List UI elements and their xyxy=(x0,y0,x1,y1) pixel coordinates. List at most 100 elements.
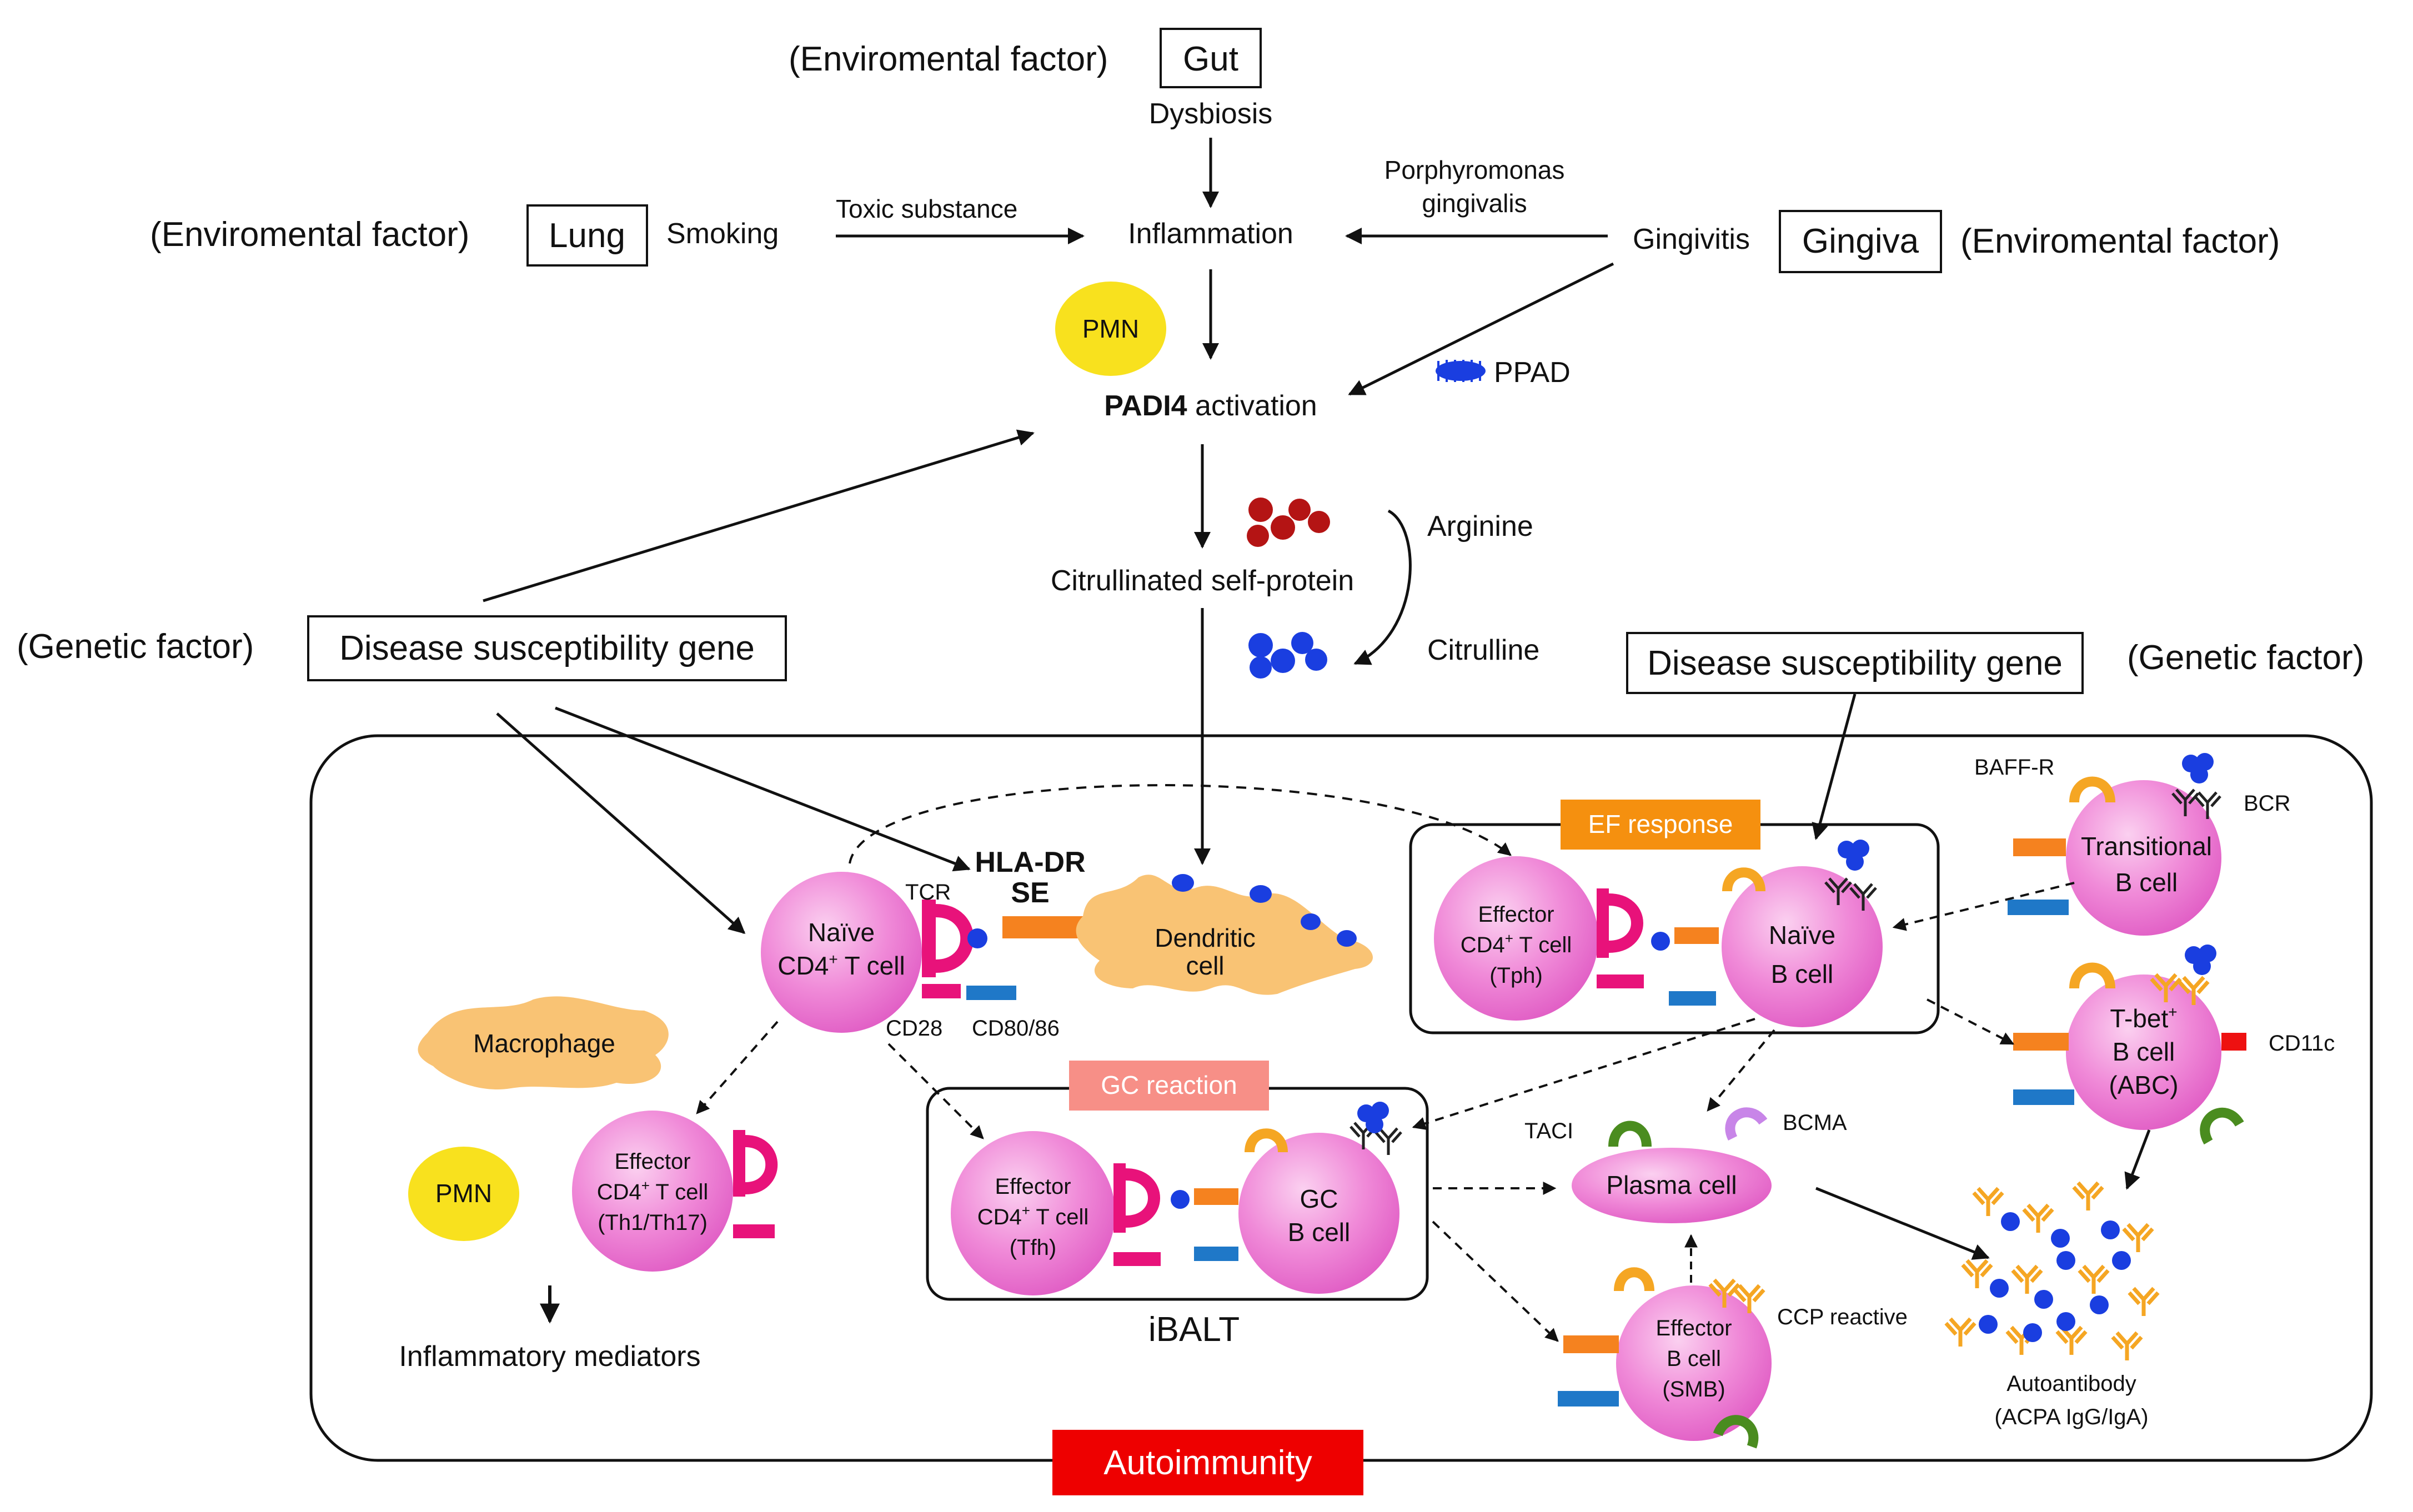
eff-th-line2: CD4+ T cell xyxy=(597,1177,708,1204)
citrulline-icon xyxy=(1248,632,1327,679)
dashed-arrow-gc-effb xyxy=(1432,1220,1559,1342)
tbet-taci-icon xyxy=(2200,1107,2244,1145)
eff-th-line1: Effector xyxy=(614,1149,690,1174)
dendritic-cell xyxy=(1076,875,1373,995)
trans-b-bcr-icon xyxy=(2173,753,2220,819)
hla-se-label: SE xyxy=(1011,877,1049,909)
gc-b-baffr-icon xyxy=(1245,1128,1288,1153)
bcr-label: BCR xyxy=(2244,791,2290,816)
trans-b-hla-icon xyxy=(2013,838,2066,856)
plasma-label: Plasma cell xyxy=(1606,1171,1737,1199)
gingiva-label: Gingiva xyxy=(1802,222,1919,260)
autoantibody-line2: (ACPA IgG/IgA) xyxy=(1994,1405,2148,1429)
trans-b-line1: Transitional xyxy=(2081,832,2212,861)
porphyromonas-label-1: Porphyromonas xyxy=(1384,155,1565,184)
effb-hla-icon xyxy=(1563,1335,1619,1353)
naive-t-line1: Naïve xyxy=(808,918,875,947)
cd11c-icon xyxy=(2221,1033,2246,1051)
inflammation-label: Inflammation xyxy=(1128,218,1293,250)
gingivitis-label: Gingivitis xyxy=(1633,223,1750,255)
effector-b-cell xyxy=(1616,1285,1772,1441)
naive-b-bcr-icon xyxy=(1825,840,1876,911)
disease-gene-right-box xyxy=(1626,632,2084,694)
effector-tph-cell xyxy=(1434,856,1598,1021)
naive-b-cd80-icon xyxy=(1669,991,1716,1006)
env-factor-gingiva-label: (Enviromental factor) xyxy=(1960,222,2280,260)
effector-tfh-cell xyxy=(951,1131,1115,1295)
naive-t-line2: CD4+ T cell xyxy=(777,951,905,980)
naive-b-line1: Naïve xyxy=(1769,921,1835,950)
pmn-inner-label: PMN xyxy=(435,1179,492,1208)
genetic-factor-right-label: (Genetic factor) xyxy=(2127,639,2364,677)
gc-b-line2: B cell xyxy=(1288,1218,1350,1247)
toxic-substance-label: Toxic substance xyxy=(836,194,1017,223)
tcr-receptor-icon xyxy=(922,900,987,977)
ef-response-label: EF response xyxy=(1588,810,1733,838)
tbet-hla-icon xyxy=(2013,1033,2069,1051)
plasma-taci-icon xyxy=(1608,1121,1652,1147)
eff-tph-line1: Effector xyxy=(1478,902,1554,927)
naive-b-line2: B cell xyxy=(1771,960,1833,988)
gut-box xyxy=(1160,28,1262,88)
ibalt-label: iBALT xyxy=(1148,1310,1240,1349)
lung-label: Lung xyxy=(549,217,625,255)
eff-th-line4: (Th1/Th17) xyxy=(598,1210,708,1235)
ef-response-label-box xyxy=(1561,800,1760,850)
cd28-label: CD28 xyxy=(886,1016,942,1041)
naive-b-hla-icon xyxy=(1674,927,1719,944)
arrow-tbet-autoantibody xyxy=(2124,1129,2151,1190)
tbet-cd80-icon xyxy=(2013,1089,2074,1105)
trans-b-baffr-icon xyxy=(2069,776,2115,803)
taci-label: TACI xyxy=(1524,1119,1573,1143)
tfh-tcr-icon xyxy=(1113,1163,1190,1266)
tbet-line3: (ABC) xyxy=(2109,1071,2178,1099)
gc-b-cd80-icon xyxy=(1194,1247,1238,1261)
ppad-label: PPAD xyxy=(1494,356,1571,389)
arrow-gene-hla xyxy=(555,706,971,872)
dysbiosis-label: Dysbiosis xyxy=(1149,98,1273,130)
eff-tfh-line2: CD4+ T cell xyxy=(977,1202,1088,1229)
hla-dr-label: HLA-DR xyxy=(975,846,1085,878)
arginine-label: Arginine xyxy=(1427,510,1533,542)
gc-b-bcr-icon xyxy=(1351,1102,1401,1155)
plasma-bcma-icon xyxy=(1725,1107,1768,1141)
disease-gene-right-label: Disease susceptibility gene xyxy=(1647,644,2063,682)
dendritic-line2: cell xyxy=(1186,951,1224,980)
gc-b-hla-icon xyxy=(1194,1188,1238,1205)
macrophage-label: Macrophage xyxy=(473,1029,615,1058)
genetic-factor-left-label: (Genetic factor) xyxy=(17,627,254,666)
transitional-b-cell xyxy=(2066,780,2221,936)
dashed-arrow-naive-b-tbet xyxy=(1927,998,2015,1045)
arrow-gene-padi4 xyxy=(483,429,1035,602)
porphyromonas-label-2: gingivalis xyxy=(1422,189,1527,218)
dashed-arrow-naive-t-tfh xyxy=(887,1043,984,1139)
eff-b-line3: (SMB) xyxy=(1662,1377,1725,1402)
arginine-icon xyxy=(1247,498,1330,547)
eff-b-line2: B cell xyxy=(1667,1347,1721,1371)
smoking-label: Smoking xyxy=(666,218,779,250)
ccp-reactive-label: CCP reactive xyxy=(1777,1305,1908,1329)
gc-b-cell xyxy=(1238,1133,1399,1294)
macrophage-cell xyxy=(418,996,669,1089)
inflammatory-mediators-label: Inflammatory mediators xyxy=(399,1340,700,1373)
arrow-gene-naive-t xyxy=(496,712,746,934)
effb-baffr-icon xyxy=(1614,1267,1654,1292)
ppad-icon xyxy=(1436,360,1486,382)
citrullinated-label: Citrullinated self-protein xyxy=(1051,565,1354,597)
naive-t-cell xyxy=(761,872,922,1033)
activation-text: activation xyxy=(1187,390,1317,422)
autoimmunity-title: Autoimmunity xyxy=(1103,1444,1312,1482)
cd11c-label: CD11c xyxy=(2269,1031,2335,1056)
tbet-b-cell xyxy=(2066,974,2221,1130)
citrulline-label: Citrulline xyxy=(1427,634,1539,666)
disease-gene-left-label: Disease susceptibility gene xyxy=(339,629,755,667)
plasma-cell xyxy=(1572,1148,1772,1223)
eff-tfh-line1: Effector xyxy=(995,1174,1071,1199)
gc-reaction-label: GC reaction xyxy=(1101,1071,1237,1099)
arrow-gene-naive-b xyxy=(1812,694,1857,840)
dashed-arrow-naive-t-th xyxy=(696,1021,779,1114)
dashed-arrow-naive-b-plasma xyxy=(1707,1029,1775,1112)
naive-b-baffr-icon xyxy=(1722,867,1765,892)
gc-reaction-label-box xyxy=(1069,1061,1269,1111)
